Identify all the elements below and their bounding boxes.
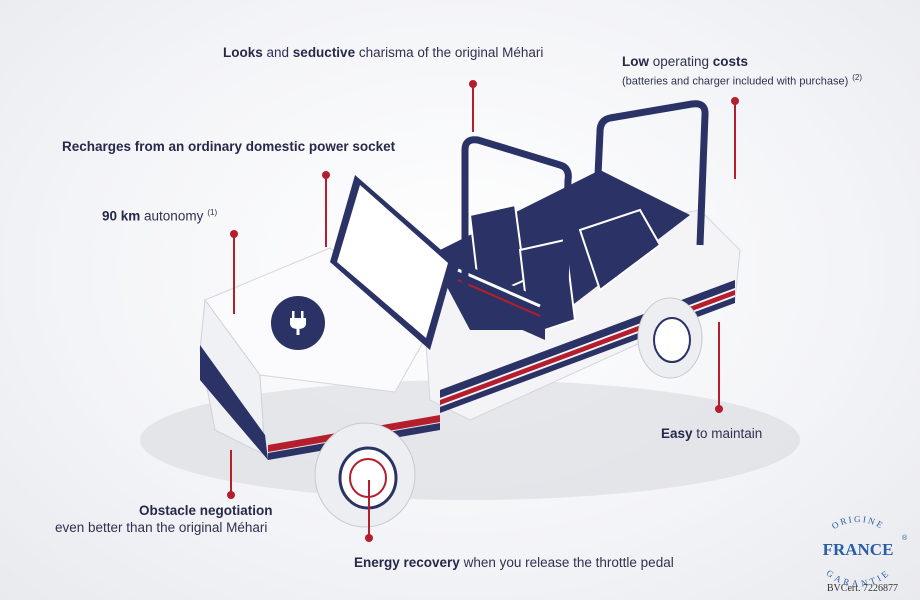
label-recharge: Recharges from an ordinary domestic powe… (62, 139, 396, 154)
callout-line-autonomy (233, 234, 235, 314)
label-autonomy: 90 km autonomy(1) (102, 208, 218, 224)
origine-france-stamp: ORIGINE FRANCE ® GARANTIE (823, 514, 908, 589)
label-looks: Looks and seductive charisma of the orig… (223, 45, 544, 60)
certification-number: BVCert. 7226877 (826, 583, 898, 594)
callout-line-energy (368, 480, 370, 536)
plug-icon (286, 308, 310, 338)
label-obstacle: Obstacle negotiation (139, 503, 273, 518)
callout-line-costs (734, 101, 736, 179)
label-costs-sub: (batteries and charger included with pur… (622, 73, 863, 88)
label-costs: Low operating costs (622, 54, 749, 69)
callout-dot-obstacle (227, 491, 235, 499)
svg-text:ORIGINE: ORIGINE (830, 514, 886, 531)
callout-line-maintain (718, 322, 720, 407)
callout-dot-maintain (715, 405, 723, 413)
svg-text:®: ® (902, 534, 908, 542)
callout-line-looks (472, 84, 474, 132)
label-maintain: Easy to maintain (661, 426, 763, 441)
callout-line-obstacle (230, 450, 232, 494)
callout-dot-energy (365, 534, 373, 542)
svg-text:FRANCE: FRANCE (823, 540, 894, 559)
callout-line-recharge (325, 175, 327, 247)
label-obstacle-line2: even better than the original Méhari (55, 520, 268, 535)
label-energy: Energy recovery when you release the thr… (354, 555, 674, 570)
